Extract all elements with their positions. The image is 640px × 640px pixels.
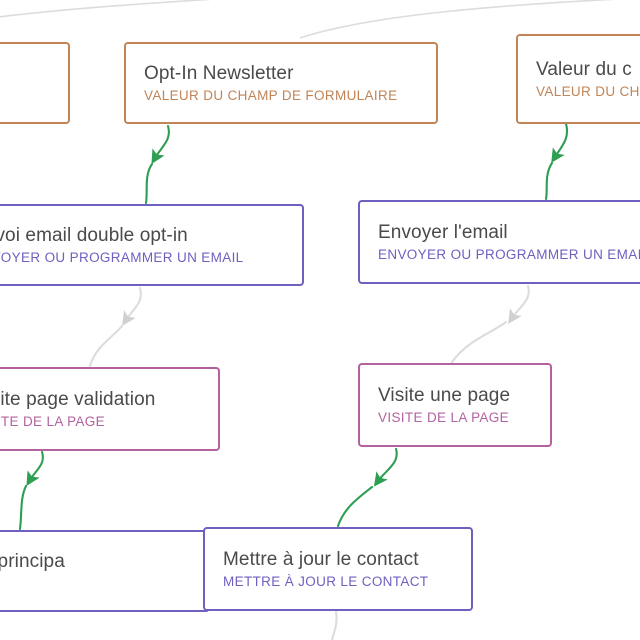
- node-envoyer-lemail[interactable]: Envoyer l'email ENVOYER OU PROGRAMMER UN…: [358, 200, 640, 284]
- node-envoi-email-double-optin[interactable]: Envoi email double opt-in ENVOYER OU PRO…: [0, 204, 304, 286]
- node-title: Envoi email double opt-in: [0, 225, 188, 246]
- edge-mettre-outgoing: [330, 610, 338, 640]
- node-form-value-left[interactable]: LAIRE: [0, 42, 70, 124]
- edge-visite-to-mettre-tail: [373, 447, 398, 487]
- node-title: Mettre à jour le contact: [223, 549, 419, 570]
- node-subtitle: NTACT: [0, 574, 190, 593]
- edge-validation-to-abo-head: [18, 484, 28, 531]
- node-subtitle: LAIRE: [0, 74, 50, 93]
- edge-optin-to-email-head: [144, 162, 154, 205]
- node-abonnement-newsletter-principale[interactable]: nt Newsletter principa NTACT: [0, 530, 210, 612]
- edge-visite-to-mettre-head: [336, 485, 374, 528]
- node-optin-newsletter[interactable]: Opt-In Newsletter VALEUR DU CHAMP DE FOR…: [124, 42, 438, 124]
- edge-optin-to-email-tail: [151, 124, 170, 165]
- edge-top-sweep-right: [299, 0, 616, 39]
- node-subtitle: VALEUR DU CH: [536, 84, 640, 99]
- node-title: Visite page validation: [0, 389, 156, 410]
- node-subtitle: VISITE DE LA PAGE: [0, 414, 105, 429]
- edge-validation-to-abo-tail: [26, 450, 44, 487]
- edge-valeur-to-envoyer-tail: [551, 122, 569, 163]
- node-subtitle: METTRE À JOUR LE CONTACT: [223, 574, 429, 589]
- node-visite-page-validation[interactable]: Visite page validation VISITE DE LA PAGE: [0, 367, 220, 451]
- edge-envoyer-to-visite-tail: [508, 284, 530, 324]
- node-visite-une-page[interactable]: Visite une page VISITE DE LA PAGE: [358, 363, 552, 447]
- node-mettre-a-jour-le-contact[interactable]: Mettre à jour le contact METTRE À JOUR L…: [203, 527, 473, 611]
- node-title: Envoyer l'email: [378, 222, 508, 243]
- node-title: Opt-In Newsletter: [144, 63, 294, 84]
- edge-email-to-validation-head: [88, 324, 124, 368]
- node-valeur-du-champ-right[interactable]: Valeur du c VALEUR DU CH: [516, 34, 640, 124]
- node-subtitle: ENVOYER OU PROGRAMMER UN EMAIL: [0, 250, 244, 265]
- edge-valeur-to-envoyer-head: [544, 161, 554, 201]
- node-subtitle: VALEUR DU CHAMP DE FORMULAIRE: [144, 88, 398, 103]
- edge-top-sweep-left: [0, 0, 212, 18]
- edge-envoyer-to-visite-head: [450, 320, 508, 364]
- node-title: nt Newsletter principa: [0, 551, 65, 572]
- node-title: Valeur du c: [536, 59, 632, 80]
- edge-email-to-validation-tail: [122, 286, 142, 326]
- node-subtitle: VISITE DE LA PAGE: [378, 410, 509, 425]
- node-title: Visite une page: [378, 385, 511, 406]
- node-subtitle: ENVOYER OU PROGRAMMER UN EMAIL: [378, 247, 640, 262]
